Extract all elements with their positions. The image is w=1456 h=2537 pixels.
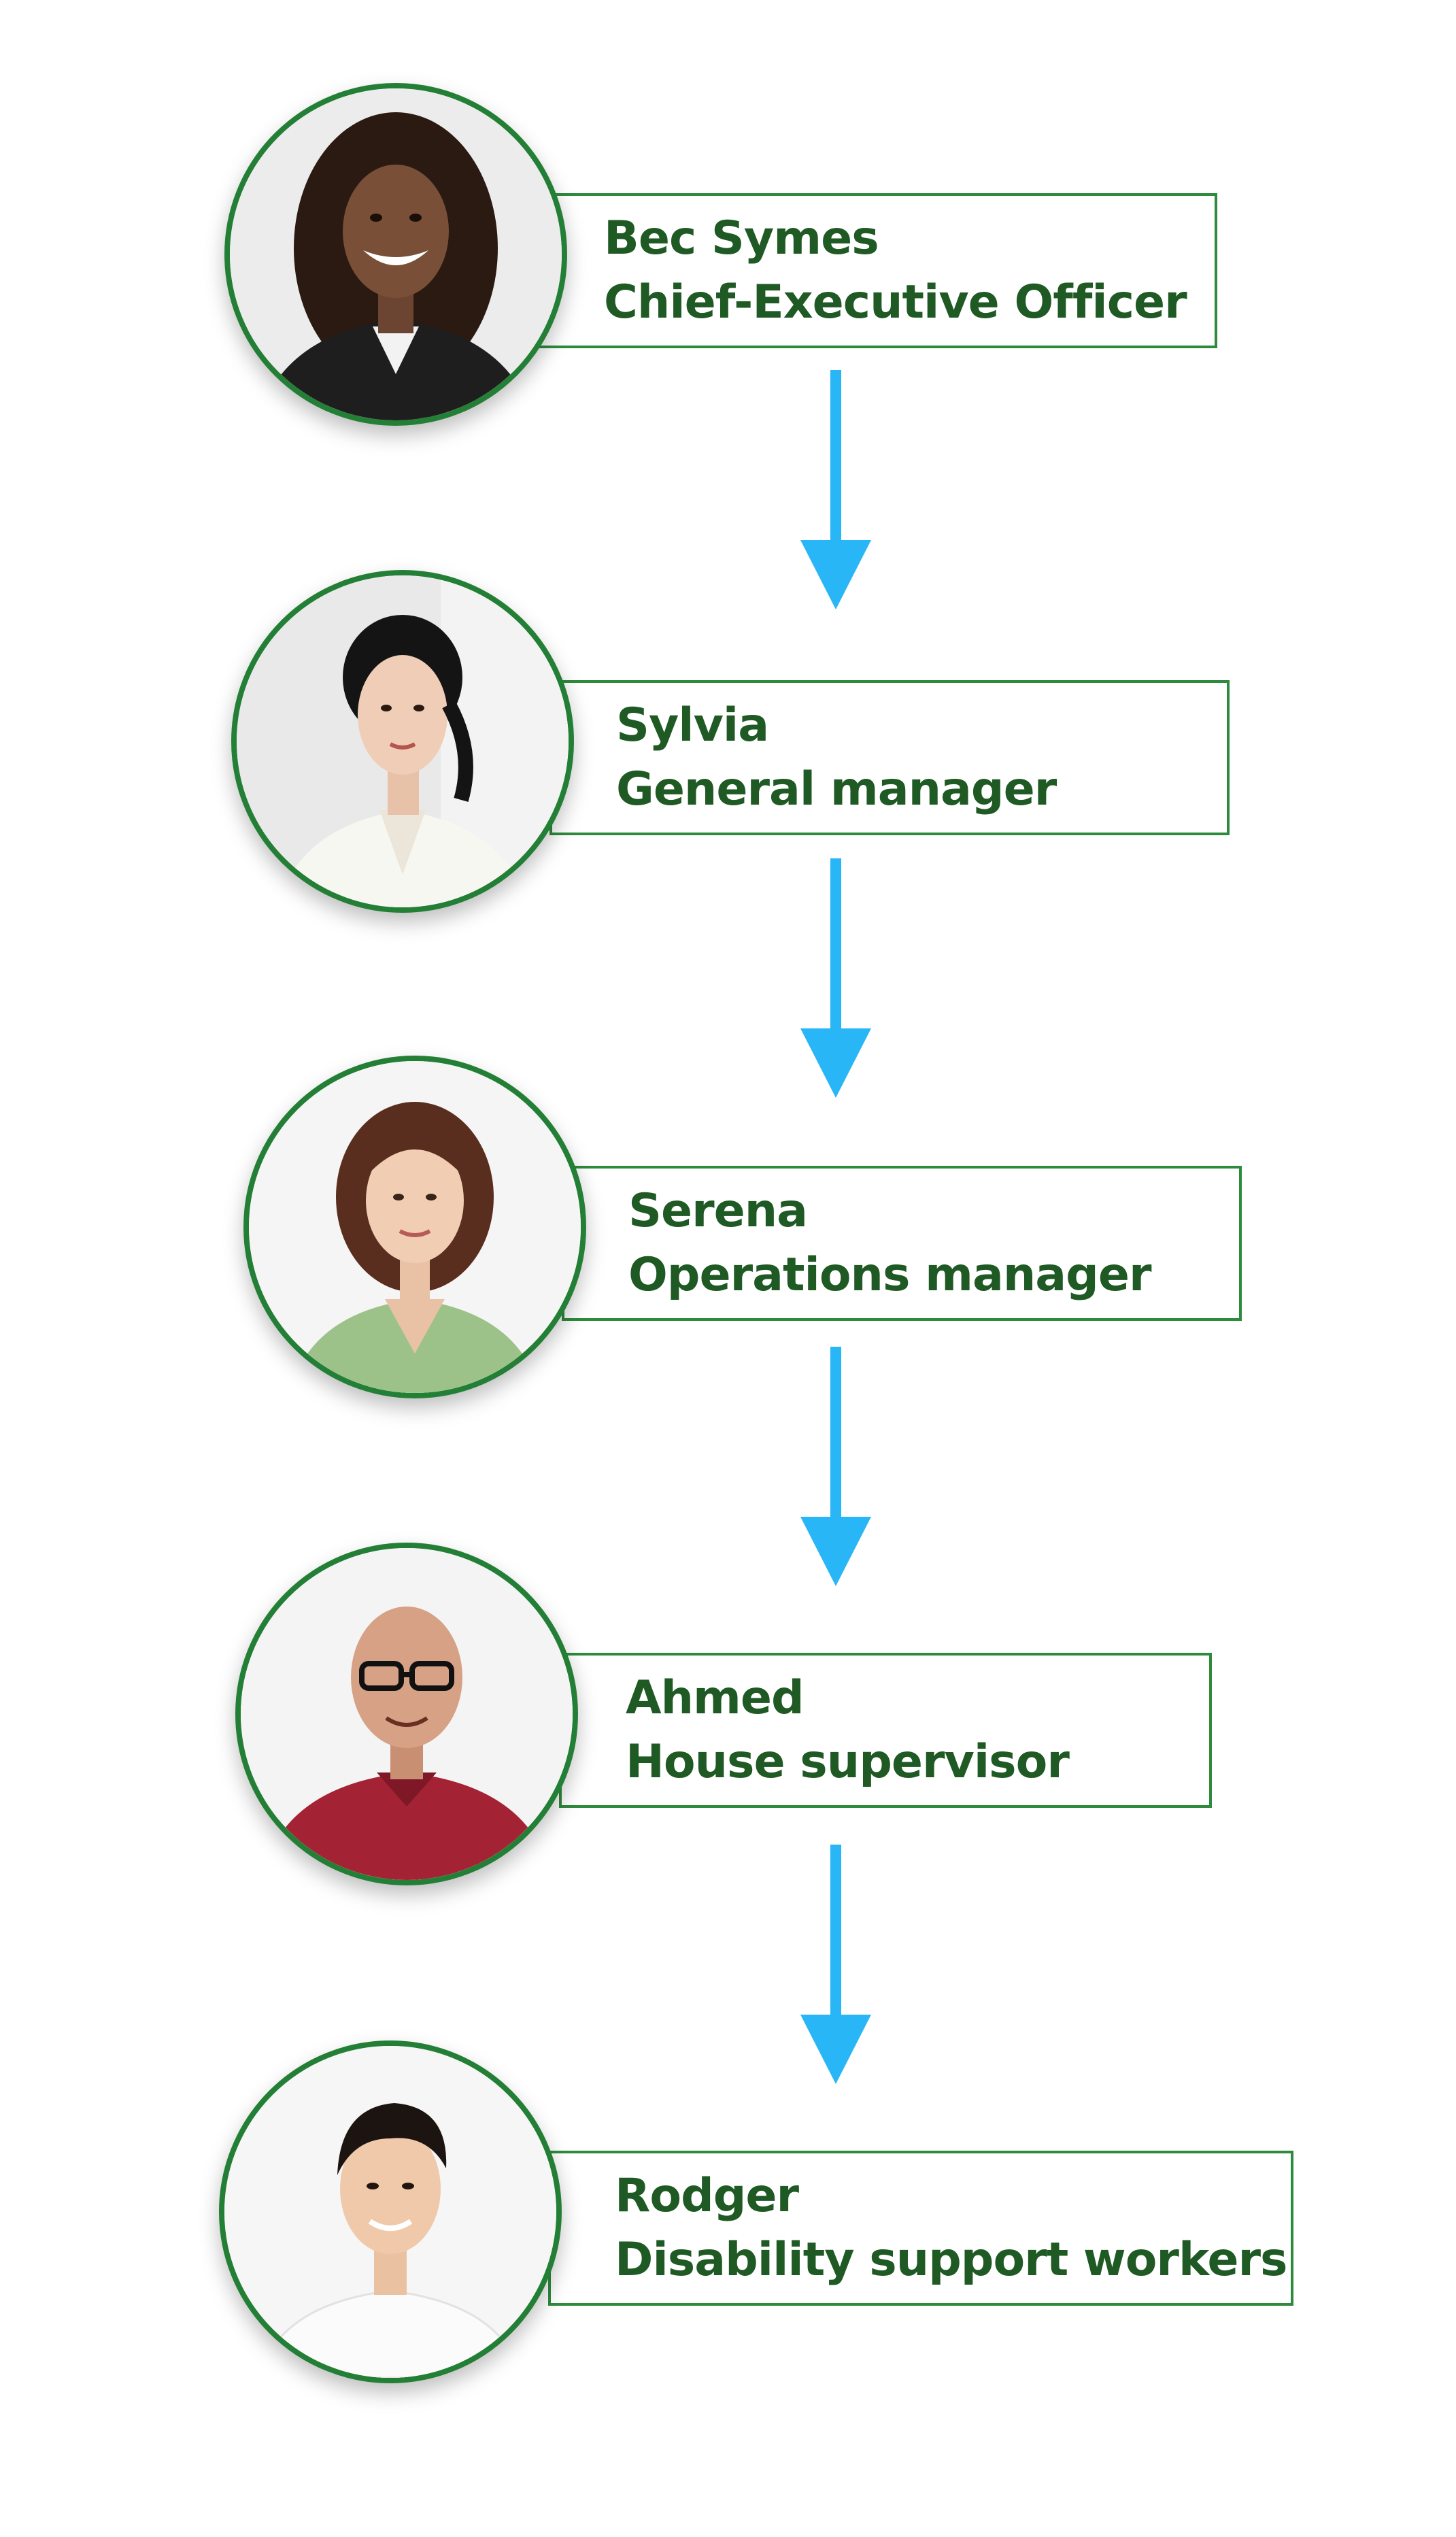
hierarchy-arrow-icon (800, 1845, 871, 2084)
org-node-house-supervisor: Ahmed House supervisor (0, 1543, 1456, 1910)
role-card: Serena Operations manager (562, 1166, 1242, 1321)
person-name: Rodger (615, 2169, 799, 2223)
role-card: Sylvia General manager (549, 680, 1230, 835)
portrait-graphic (241, 1548, 573, 1880)
portrait-graphic (237, 575, 569, 907)
hierarchy-arrow-icon (800, 1347, 871, 1586)
person-role: Chief-Executive Officer (604, 275, 1187, 329)
portrait-graphic (230, 88, 562, 420)
profile-photo (219, 2040, 562, 2383)
hierarchy-arrow-icon (800, 370, 871, 609)
portrait-graphic (249, 1061, 581, 1393)
org-node-operations-manager: Serena Operations manager (0, 1056, 1456, 1423)
profile-photo (231, 570, 574, 913)
role-card: Ahmed House supervisor (559, 1653, 1212, 1808)
org-node-general-manager: Sylvia General manager (0, 570, 1456, 937)
person-name: Bec Symes (604, 212, 879, 265)
role-card: Bec Symes Chief-Executive Officer (537, 193, 1217, 348)
person-name: Sylvia (616, 699, 769, 752)
person-role: Operations manager (628, 1248, 1151, 1302)
hierarchy-arrow-icon (800, 858, 871, 1098)
profile-photo (235, 1543, 578, 1885)
person-role: House supervisor (626, 1735, 1070, 1789)
org-node-support-workers: Rodger Disability support workers (0, 2040, 1456, 2408)
profile-photo (243, 1056, 586, 1398)
person-role: Disability support workers (615, 2233, 1288, 2287)
person-name: Ahmed (626, 1671, 805, 1725)
person-role: General manager (616, 762, 1057, 816)
profile-photo (224, 83, 567, 426)
person-name: Serena (628, 1184, 808, 1238)
org-node-ceo: Bec Symes Chief-Executive Officer (0, 83, 1456, 450)
role-card: Rodger Disability support workers (548, 2151, 1293, 2306)
portrait-graphic (224, 2046, 556, 2378)
